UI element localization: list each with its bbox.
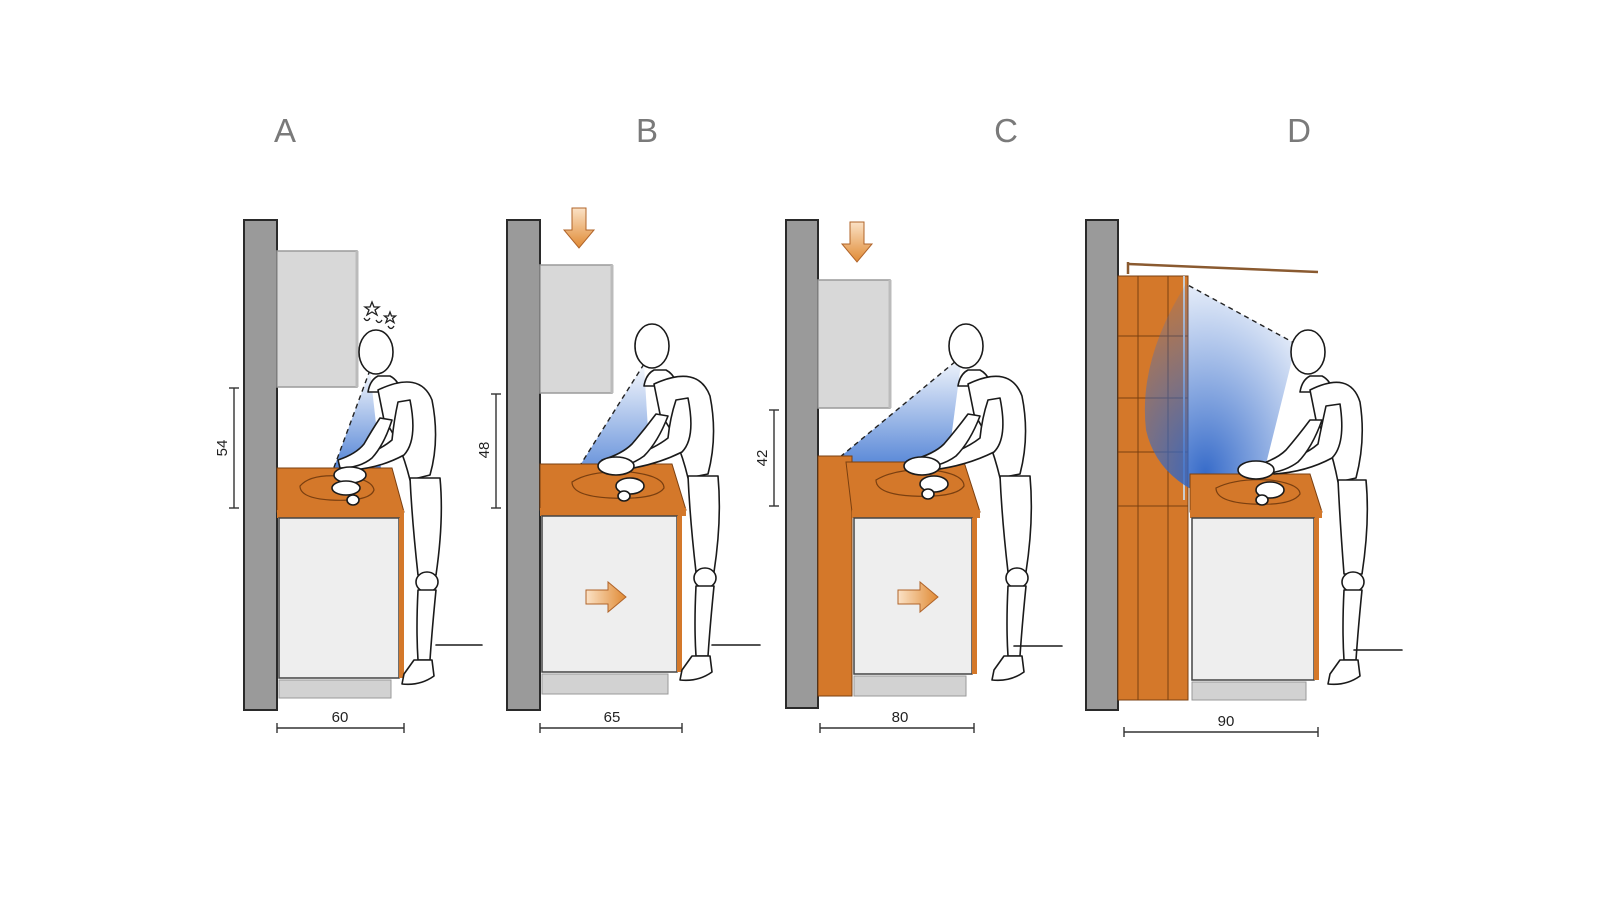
upper-cabinet	[539, 264, 613, 394]
depth-dimension-label: 65	[604, 709, 621, 726]
human-figure	[1237, 329, 1403, 686]
panel-b-letter: B	[636, 112, 658, 149]
upper-cabinet	[817, 279, 891, 409]
dizzy-stars-icon	[363, 300, 398, 330]
plinth	[278, 679, 392, 699]
plinth	[541, 673, 669, 695]
depth-dimension-label: 90	[1218, 713, 1235, 730]
down-arrow-icon	[840, 221, 874, 263]
panel-c: C	[754, 112, 1063, 733]
down-arrow-icon	[562, 207, 596, 249]
height-dimension-label: 54	[214, 440, 231, 457]
back-panel	[817, 455, 853, 697]
plinth	[1191, 681, 1307, 701]
view-cone	[834, 356, 962, 480]
right-arrow-icon	[897, 580, 939, 614]
depth-dimension-label: 80	[892, 709, 909, 726]
upper-cabinet	[276, 250, 358, 388]
panel-a: A	[214, 112, 483, 733]
panel-d: D	[1085, 112, 1403, 737]
base-cabinet	[278, 517, 400, 679]
wall	[785, 219, 819, 709]
human-figure	[903, 323, 1063, 682]
wall	[1085, 219, 1119, 711]
depth-dimension-label: 60	[332, 709, 349, 726]
wall	[243, 219, 278, 711]
top-rail	[1127, 262, 1319, 274]
panel-d-letter: D	[1287, 112, 1311, 149]
height-dimension-label: 42	[754, 450, 771, 467]
human-figure	[597, 323, 761, 682]
wall	[506, 219, 541, 711]
panel-b: B 48	[476, 112, 761, 733]
height-dimension-label: 48	[476, 442, 493, 459]
view-cone	[1144, 284, 1296, 508]
panel-a-letter: A	[274, 112, 296, 149]
human-figure	[331, 329, 483, 686]
right-arrow-icon	[585, 580, 627, 614]
plinth	[853, 675, 967, 697]
base-cabinet	[1191, 517, 1315, 681]
panel-c-letter: C	[994, 112, 1018, 149]
